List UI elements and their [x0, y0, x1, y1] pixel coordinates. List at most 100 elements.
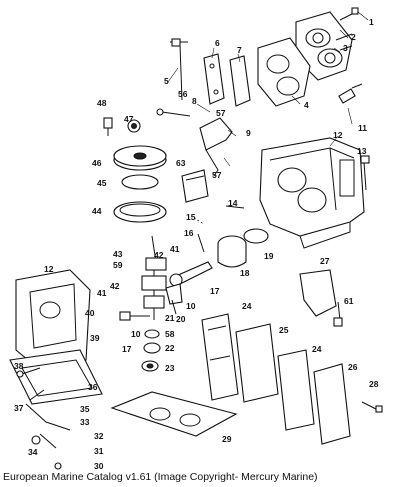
- callout-11: 11: [358, 123, 367, 133]
- bolt-38: [16, 367, 41, 378]
- callout-18: 18: [240, 268, 250, 278]
- crankcase-cover: [15, 269, 91, 371]
- callout-43: 43: [113, 249, 123, 259]
- bolt-28: [361, 401, 383, 413]
- cylinder-head-gasket: [257, 37, 311, 107]
- callout-61: 61: [344, 296, 354, 306]
- stator-plate: [113, 201, 167, 223]
- block-stud-14: [225, 205, 245, 209]
- crankcase-gasket: [9, 349, 103, 405]
- callout-25: 25: [279, 325, 289, 335]
- reed-plate-24b: [277, 349, 315, 431]
- long-bolt: [170, 38, 188, 101]
- piston-ring: [243, 228, 269, 244]
- crankshaft: [141, 235, 167, 320]
- callout-36: 36: [88, 382, 98, 392]
- callout-46: 46: [92, 158, 102, 168]
- flywheel-nut: [103, 117, 113, 136]
- callout-59: 59: [113, 260, 123, 270]
- callout-5: 5: [164, 76, 169, 86]
- image-caption: European Marine Catalog v1.61 (Image Cop…: [3, 471, 318, 483]
- cylinder-block: [259, 137, 365, 249]
- callout-4: 4: [304, 100, 309, 110]
- bearing-22: [143, 342, 161, 354]
- callout-27: 27: [320, 256, 330, 266]
- reed-plate-25: [235, 323, 279, 403]
- callout-41-b: 41: [97, 288, 107, 298]
- callout-10-b: 10: [131, 329, 141, 339]
- callout-63: 63: [176, 158, 186, 168]
- flywheel: [113, 145, 167, 171]
- callout-22: 22: [165, 343, 175, 353]
- callout-33: 33: [80, 417, 90, 427]
- callout-38: 38: [14, 361, 24, 371]
- seal-23: [141, 360, 159, 372]
- callout-13: 13: [357, 146, 367, 156]
- seal-58: [144, 329, 160, 339]
- main-bearing-21: [119, 311, 150, 321]
- callout-44: 44: [92, 206, 102, 216]
- callout-48: 48: [97, 98, 107, 108]
- cylinder-head-cover: [295, 11, 353, 81]
- exploded-parts-diagram: 1 2 3 4 5 6 7 8 9 10 10 11 12 12 13 14 1…: [9, 7, 383, 470]
- head-screw-3: [339, 45, 353, 51]
- transfer-cover-plate: [203, 53, 225, 105]
- reed-plate-26: [313, 363, 351, 445]
- callout-19: 19: [264, 251, 274, 261]
- callout-34: 34: [28, 447, 38, 457]
- mounting-gasket-29: [110, 391, 238, 437]
- callout-35: 35: [80, 404, 90, 414]
- callout-21: 21: [165, 313, 175, 323]
- callout-17: 17: [210, 286, 220, 296]
- callout-42: 42: [154, 250, 164, 260]
- callout-30: 30: [94, 461, 104, 470]
- mount-bracket-27: [299, 269, 337, 317]
- reed-plate-24a: [201, 313, 239, 401]
- carburetor-linkage: [25, 403, 71, 470]
- leader-lines: [167, 11, 369, 167]
- callout-23: 23: [165, 363, 175, 373]
- temperature-switch: [338, 83, 363, 104]
- dowel-pin-16: [197, 233, 205, 253]
- callout-42-b: 42: [110, 281, 120, 291]
- bolt-37: [29, 389, 45, 401]
- throttle-lever: [199, 117, 233, 177]
- callout-6: 6: [215, 38, 220, 48]
- callout-15: 15: [186, 212, 196, 222]
- callout-28: 28: [369, 379, 379, 389]
- callout-57-b: 57: [212, 170, 222, 180]
- callout-45: 45: [97, 178, 107, 188]
- callout-8: 8: [192, 96, 197, 106]
- grommet-61: [333, 301, 343, 327]
- callout-47: 47: [124, 114, 134, 124]
- ring-gear: [121, 174, 159, 190]
- callout-2: 2: [351, 32, 356, 42]
- head-bolt-1: [339, 7, 359, 21]
- callout-41: 41: [170, 244, 180, 254]
- callout-57: 57: [216, 108, 226, 118]
- link-screw: [156, 108, 191, 117]
- connecting-rod: [169, 261, 213, 287]
- callout-26: 26: [348, 362, 358, 372]
- callout-58: 58: [165, 329, 175, 339]
- piston: [217, 235, 247, 268]
- callout-24-b: 24: [312, 344, 322, 354]
- transfer-cover-gasket: [229, 55, 251, 107]
- block-bolt-13: [360, 155, 370, 191]
- callout-37: 37: [14, 403, 24, 413]
- ignition-coil-pack: [181, 169, 209, 203]
- callout-16: 16: [184, 228, 194, 238]
- callout-56: 56: [178, 89, 188, 99]
- callout-17-b: 17: [122, 344, 132, 354]
- callout-31: 31: [94, 446, 104, 456]
- callout-7: 7: [237, 45, 242, 55]
- callout-10: 10: [186, 301, 196, 311]
- callout-40: 40: [85, 308, 95, 318]
- callout-20: 20: [176, 314, 186, 324]
- callout-12: 12: [333, 130, 343, 140]
- callout-12-b: 12: [44, 264, 54, 274]
- callout-24: 24: [242, 301, 252, 311]
- callout-9: 9: [246, 128, 251, 138]
- head-bolt-2: [335, 33, 353, 41]
